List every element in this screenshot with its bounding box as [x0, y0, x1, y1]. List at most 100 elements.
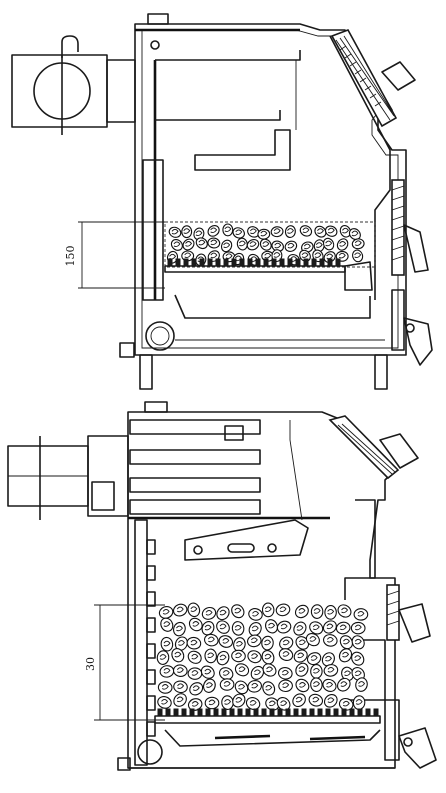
coal-piece: [339, 635, 354, 650]
coal-piece-mark: [234, 255, 242, 262]
coal-piece: [171, 648, 185, 663]
grate-bar: [341, 708, 347, 717]
grate-bar: [295, 258, 301, 267]
coal-piece: [293, 649, 308, 663]
coal-piece-mark: [298, 639, 306, 646]
top-dimension-label: 150: [64, 246, 77, 267]
coal-piece-mark: [195, 230, 203, 237]
coal-piece: [324, 605, 337, 620]
coal-piece: [338, 648, 353, 663]
grate-bar: [335, 258, 341, 267]
coal-piece-mark: [342, 227, 349, 234]
coal-piece: [299, 225, 313, 237]
top-cleaning-port-inner: [150, 326, 170, 346]
coal-piece-mark: [354, 655, 362, 661]
coal-piece-mark: [184, 252, 192, 259]
top-air-tube: [194, 129, 291, 171]
coal-piece-mark: [287, 228, 294, 234]
coal-piece: [265, 697, 280, 711]
coal-piece: [168, 226, 182, 238]
coal-piece-mark: [204, 668, 212, 675]
grate-bar: [157, 708, 163, 717]
coal-piece: [172, 664, 188, 677]
coal-piece-mark: [238, 666, 246, 672]
bottom-ash-pan: [164, 729, 381, 747]
coal-piece-mark: [354, 624, 362, 631]
coal-piece: [277, 667, 293, 680]
coal-piece: [187, 667, 203, 680]
bottom-middle-door: [386, 584, 400, 641]
bottom-cleaning-port: [137, 739, 163, 765]
top-grate-bars: [167, 258, 341, 267]
grate-bar: [181, 708, 187, 717]
coal-piece: [245, 697, 261, 710]
coal-piece: [187, 650, 202, 664]
coal-piece: [200, 665, 215, 679]
bottom-channel-1: [129, 419, 261, 435]
coal-piece: [352, 249, 364, 263]
bottom-upper-handle: [379, 433, 419, 469]
top-cleaning-port: [145, 321, 175, 351]
grate-bar: [279, 258, 285, 267]
bottom-coal-bed: [156, 602, 369, 711]
bottom-channel-2: [129, 449, 261, 465]
coal-piece: [195, 237, 208, 250]
bottom-flue-collar: [87, 435, 129, 517]
coal-piece: [275, 603, 291, 617]
coal-piece: [160, 636, 174, 652]
top-upper-door: [330, 29, 398, 128]
grate-bar: [231, 258, 237, 267]
coal-piece: [188, 617, 203, 632]
coal-piece: [231, 621, 245, 636]
coal-piece: [284, 240, 298, 252]
coal-piece-mark: [312, 696, 320, 703]
coal-piece: [203, 633, 219, 647]
bottom-left-wall: [134, 519, 148, 766]
coal-piece-mark: [236, 640, 243, 647]
coal-piece-mark: [163, 667, 171, 674]
coal-piece-mark: [325, 240, 333, 247]
coal-piece-mark: [262, 241, 270, 247]
coal-piece-mark: [225, 253, 233, 259]
grate-bar: [223, 258, 229, 267]
coal-piece-mark: [312, 624, 320, 631]
coal-piece: [216, 620, 230, 634]
bottom-flue-box: [91, 481, 115, 511]
coal-piece-mark: [317, 228, 324, 234]
coal-piece-mark: [354, 252, 362, 259]
coal-piece-mark: [326, 681, 334, 688]
coal-piece-mark: [251, 682, 259, 689]
bottom-boiler: 30: [7, 401, 437, 771]
coal-piece-mark: [287, 242, 295, 249]
coal-piece-mark: [176, 696, 184, 703]
coal-piece-mark: [249, 241, 257, 247]
coal-piece: [321, 652, 335, 667]
bottom-upper-door: [328, 415, 400, 480]
coal-piece: [265, 619, 278, 634]
coal-piece: [222, 223, 234, 237]
coal-piece-mark: [326, 636, 334, 643]
grate-bar: [327, 258, 333, 267]
coal-piece: [323, 664, 339, 677]
coal-piece-mark: [206, 682, 213, 688]
coal-piece: [261, 650, 275, 665]
coal-piece-mark: [178, 640, 185, 646]
coal-piece-mark: [224, 226, 232, 233]
coal-piece-mark: [198, 239, 206, 246]
coal-piece: [351, 635, 365, 650]
coal-piece-mark: [327, 608, 335, 615]
coal-piece-mark: [280, 700, 288, 706]
coal-piece: [350, 621, 366, 635]
bottom-lower-door: [384, 699, 400, 761]
grate-bar: [349, 708, 355, 717]
coal-piece-mark: [249, 228, 257, 235]
top-upper-handle: [381, 61, 416, 91]
grate-bar: [207, 258, 213, 267]
coal-piece-mark: [281, 669, 289, 676]
coal-piece-mark: [296, 625, 304, 631]
coal-piece: [157, 681, 173, 694]
coal-piece-mark: [344, 670, 352, 677]
coal-piece-mark: [171, 228, 179, 235]
top-leg-right: [374, 354, 388, 390]
grate-bar: [373, 708, 379, 717]
